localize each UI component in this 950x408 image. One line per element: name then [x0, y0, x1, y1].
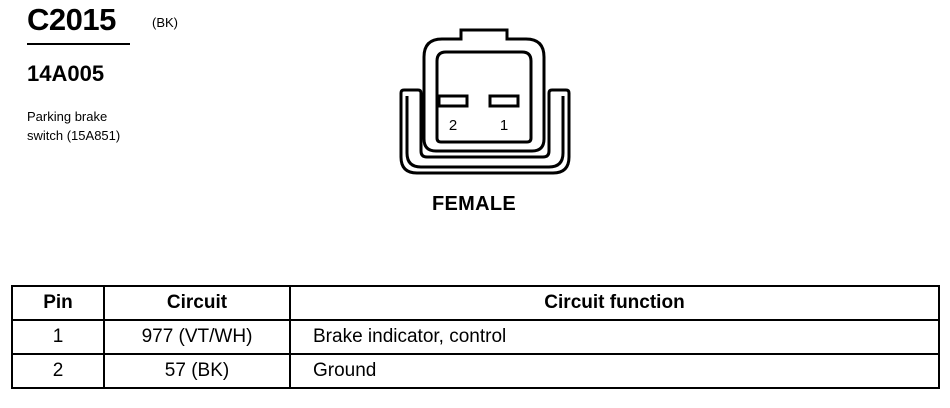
pin-1-label: 1 — [500, 117, 508, 134]
table-header-row: Pin Circuit Circuit function — [11, 285, 940, 321]
pinout-table: Pin Circuit Circuit function 1 977 (VT/W… — [11, 285, 940, 389]
function-cell: Brake indicator, control — [289, 319, 940, 355]
connector-face-label: FEMALE — [432, 193, 517, 215]
title-underline — [27, 43, 130, 45]
circuit-cell: 977 (VT/WH) — [103, 319, 291, 355]
description-line-1: Parking brake — [27, 109, 108, 124]
connector-color-code: (BK) — [152, 15, 178, 30]
description-line-2: switch (15A851) — [27, 128, 121, 143]
component-description: Parking brake switch (15A851) — [27, 107, 187, 145]
pin-cell: 2 — [11, 353, 105, 389]
pin-2-label: 2 — [449, 117, 457, 134]
connector-face-diagram: 2 1 — [399, 28, 571, 175]
circuit-cell: 57 (BK) — [103, 353, 291, 389]
pin-1-slot — [488, 94, 520, 108]
table-row: 2 57 (BK) Ground — [11, 353, 940, 389]
pin-2-slot — [437, 94, 469, 108]
column-header-pin: Pin — [11, 285, 105, 321]
function-cell: Ground — [289, 353, 940, 389]
connector-id: C2015 — [27, 2, 116, 37]
table-row: 1 977 (VT/WH) Brake indicator, control — [11, 319, 940, 355]
column-header-circuit-function: Circuit function — [289, 285, 940, 321]
connector-outer-flange — [399, 88, 571, 175]
connector-inner-cavity — [435, 50, 533, 144]
column-header-circuit: Circuit — [103, 285, 291, 321]
pin-cell: 1 — [11, 319, 105, 355]
part-number: 14A005 — [27, 61, 105, 86]
